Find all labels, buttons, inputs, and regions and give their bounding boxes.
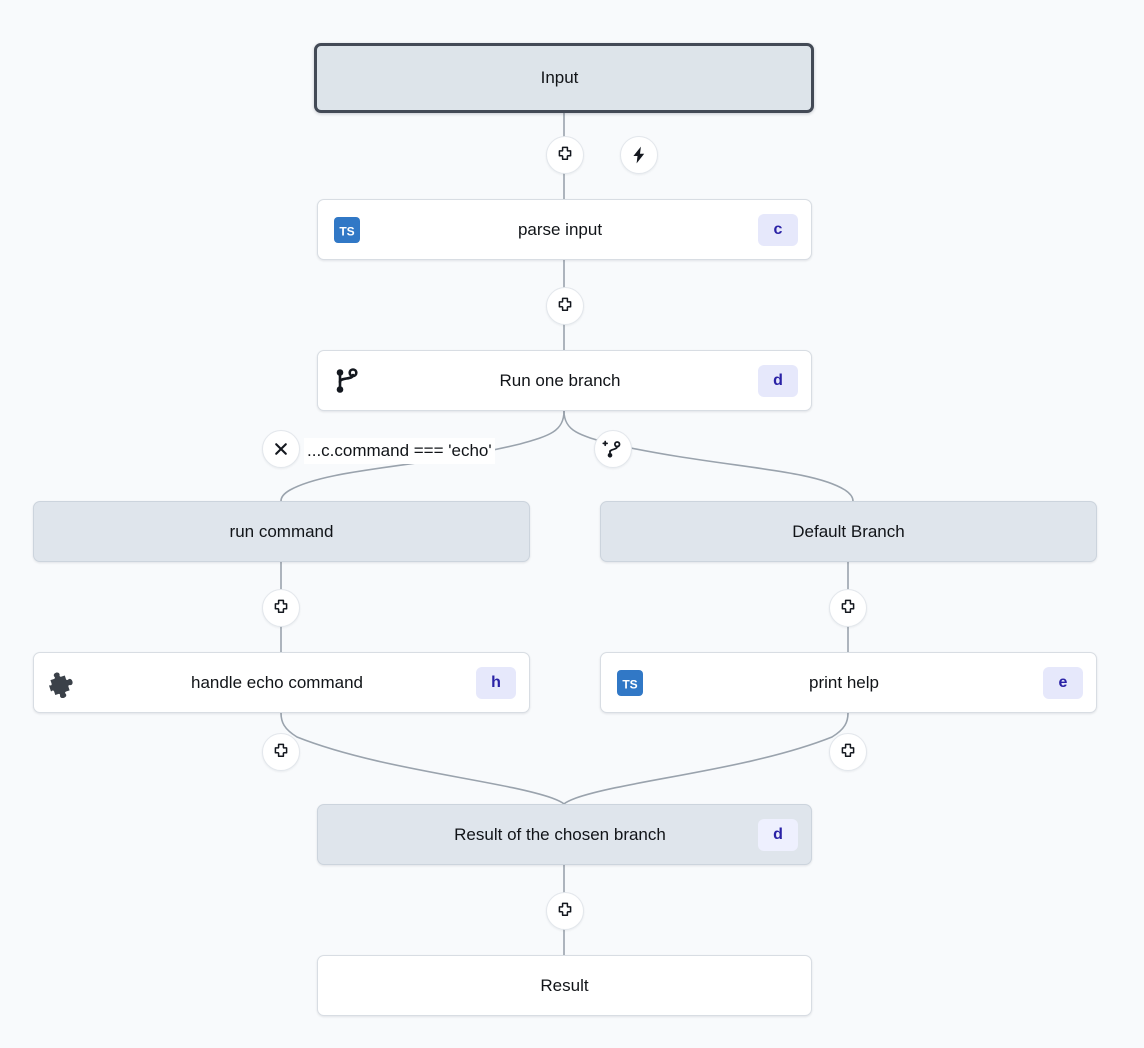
branch-icon — [332, 366, 362, 396]
edge-handle-echo-command-to-result-branch — [280, 712, 565, 805]
node-parse-input-badge: c — [758, 213, 798, 246]
plus-icon — [555, 296, 575, 316]
node-input-label: Input — [540, 68, 579, 87]
puzzle-icon — [48, 668, 78, 698]
trigger-button[interactable] — [620, 136, 658, 174]
add-step-after-default-branch-button[interactable] — [829, 589, 867, 627]
node-result-label: Result — [540, 975, 589, 995]
add-step-after-handle-echo-button[interactable] — [262, 733, 300, 771]
node-run-one-branch-badge: d — [758, 364, 798, 397]
node-run-one-branch-label: Run one branch — [499, 370, 621, 390]
add-branch-button[interactable] — [594, 430, 632, 468]
node-default-branch-label: Default Branch — [792, 521, 905, 541]
node-run-command-label: run command — [229, 521, 334, 541]
node-print-help-label: print help — [809, 672, 879, 692]
node-handle-echo-command-label: handle echo command — [190, 672, 363, 692]
node-result-of-chosen-branch-badge: d — [758, 818, 798, 851]
branch-condition-label: ...c.command === 'echo' — [304, 438, 495, 464]
add-step-after-run-command-button[interactable] — [262, 589, 300, 627]
plus-icon — [555, 145, 575, 165]
node-result-of-chosen-branch-label: Result of the chosen branch — [454, 824, 666, 844]
plus-icon — [838, 742, 858, 762]
node-run-one-branch[interactable]: Run one branch d — [317, 350, 812, 411]
node-handle-echo-command-badge: h — [476, 666, 516, 699]
add-branch-icon — [602, 438, 624, 460]
add-step-after-result-branch-button[interactable] — [546, 892, 584, 930]
node-input[interactable]: Input — [314, 43, 814, 113]
edge-print-help-to-result-branch — [563, 712, 849, 805]
node-result[interactable]: Result — [317, 955, 812, 1016]
remove-branch-button[interactable] — [262, 430, 300, 468]
add-step-after-input-button[interactable] — [546, 136, 584, 174]
svg-text:TS: TS — [622, 677, 637, 691]
node-default-branch[interactable]: Default Branch — [600, 501, 1097, 562]
lightning-icon — [629, 145, 649, 165]
typescript-icon: TS — [332, 215, 362, 245]
typescript-icon: TS — [615, 668, 645, 698]
svg-text:TS: TS — [339, 224, 354, 238]
plus-icon — [271, 598, 291, 618]
node-print-help[interactable]: TS print help e — [600, 652, 1097, 713]
node-parse-input-label: parse input — [517, 219, 603, 239]
close-icon — [271, 439, 291, 459]
node-run-command[interactable]: run command — [33, 501, 530, 562]
node-handle-echo-command[interactable]: handle echo command h — [33, 652, 530, 713]
plus-icon — [555, 901, 575, 921]
add-step-after-parse-input-button[interactable] — [546, 287, 584, 325]
plus-icon — [838, 598, 858, 618]
node-result-of-chosen-branch[interactable]: Result of the chosen branch d — [317, 804, 812, 865]
add-step-after-print-help-button[interactable] — [829, 733, 867, 771]
plus-icon — [271, 742, 291, 762]
node-print-help-badge: e — [1043, 666, 1083, 699]
node-parse-input[interactable]: TS parse input c — [317, 199, 812, 260]
